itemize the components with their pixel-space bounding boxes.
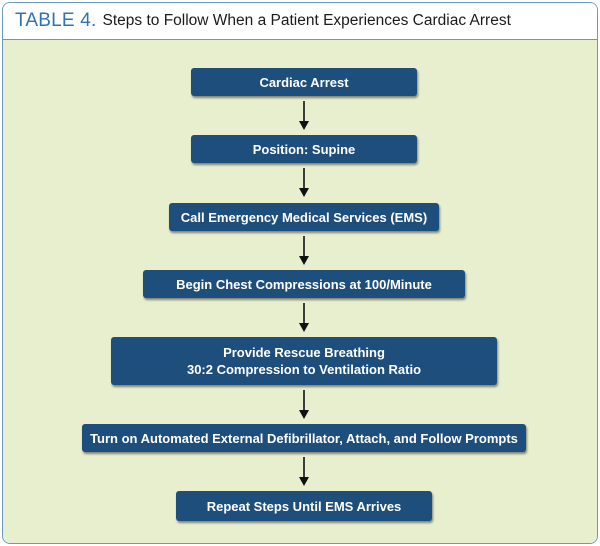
flowchart-panel: Cardiac Arrest Position: Supine Call Eme…	[3, 40, 597, 543]
step-cardiac-arrest: Cardiac Arrest	[191, 68, 417, 96]
step-call-ems: Call Emergency Medical Services (EMS)	[169, 203, 439, 231]
step-text: Turn on Automated External Defibrillator…	[90, 430, 518, 446]
arrow-down-icon	[298, 457, 310, 487]
step-text: Position: Supine	[252, 141, 356, 157]
arrow-down-icon	[298, 303, 310, 333]
step-repeat-steps: Repeat Steps Until EMS Arrives	[176, 491, 432, 521]
step-defibrillator: Turn on Automated External Defibrillator…	[82, 424, 526, 452]
arrow-down-icon	[298, 390, 310, 420]
arrow-down-icon	[298, 168, 310, 198]
table-title: Steps to Follow When a Patient Experienc…	[102, 12, 511, 29]
table-header: TABLE 4. Steps to Follow When a Patient …	[3, 3, 597, 40]
step-chest-compressions: Begin Chest Compressions at 100/Minute	[143, 270, 465, 298]
step-text: Begin Chest Compressions at 100/Minute	[176, 276, 432, 292]
step-text: Call Emergency Medical Services (EMS)	[180, 209, 428, 225]
table-number-label: TABLE 4.	[15, 10, 97, 31]
arrow-down-icon	[298, 101, 310, 131]
step-rescue-breathing: Provide Rescue Breathing 30:2 Compressio…	[111, 337, 497, 385]
step-text: Cardiac Arrest	[259, 74, 349, 90]
arrow-down-icon	[298, 236, 310, 266]
step-text-line-2: 30:2 Compression to Ventilation Ratio	[186, 362, 422, 377]
step-text: Repeat Steps Until EMS Arrives	[206, 498, 402, 514]
step-position-supine: Position: Supine	[191, 135, 417, 163]
step-text-line-1: Provide Rescue Breathing	[223, 345, 385, 360]
